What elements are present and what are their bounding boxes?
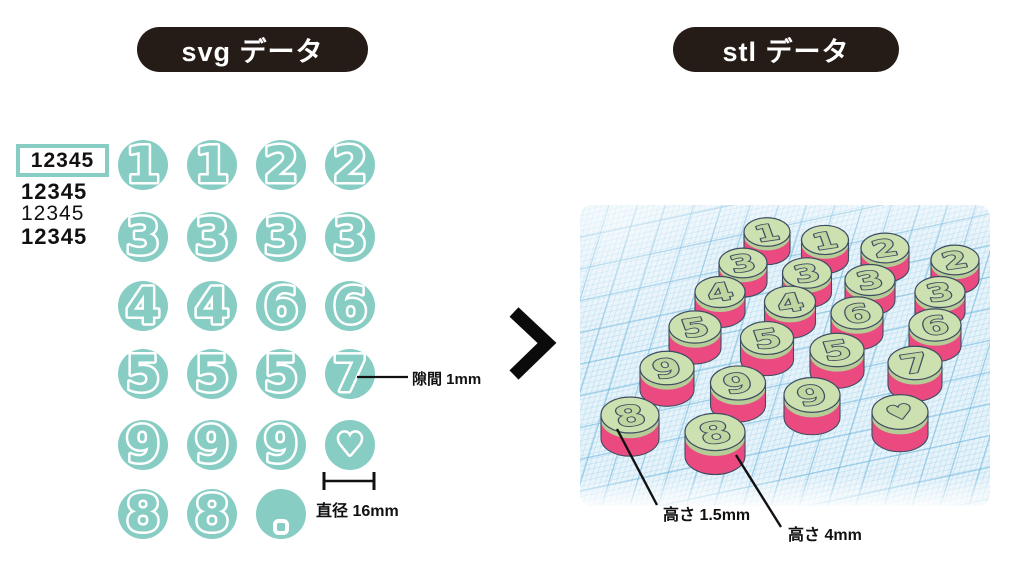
number-glyph: 2 [264, 136, 299, 194]
stl-token: 9 [783, 377, 841, 436]
number-glyph: 8 [126, 485, 161, 543]
sheet-circle: 2 [256, 134, 306, 197]
number-glyph: 9 [195, 416, 230, 474]
number-glyph: 6 [264, 277, 299, 335]
sheet-circle: ♥ [325, 420, 375, 470]
diameter-bracket [322, 472, 376, 490]
sheet-circle: 1 [187, 134, 237, 197]
sheet-circle: 9 [118, 414, 168, 477]
sheet-circle: 6 [256, 275, 306, 338]
font-sample-2: 12345 [21, 179, 88, 204]
sheet-circle: 9 [256, 414, 306, 477]
diameter-label: 直径 16mm [316, 503, 399, 520]
token-number-glyph: 4 [702, 278, 737, 308]
stl-token: 5 [809, 332, 865, 389]
stl-token: 2 [860, 232, 910, 283]
number-glyph: 3 [264, 208, 299, 266]
stl-token: 2 [930, 244, 980, 295]
sheet-circle: 5 [256, 343, 306, 406]
number-glyph: 9 [126, 416, 161, 474]
sheet-circle: 8 [187, 483, 237, 546]
number-glyph: 7 [333, 345, 368, 403]
stl-token: ♥ [871, 394, 929, 453]
stl-token: 5 [668, 310, 722, 365]
number-glyph: 3 [333, 208, 368, 266]
number-glyph: 3 [195, 208, 230, 266]
stl-token: 4 [763, 285, 817, 339]
stl-token: 5 [739, 320, 795, 377]
stl-token: 9 [639, 350, 695, 407]
number-glyph: 6 [333, 277, 368, 335]
gap-label: 隙間 1mm [412, 371, 482, 388]
height-top-label: 高さ 1.5mm [663, 507, 751, 524]
sheet-circle: 3 [325, 206, 375, 269]
svg-data-badge: svg データ [137, 27, 368, 72]
sheet-circle: 8 [118, 483, 168, 546]
sheet-circle: 7 [325, 343, 375, 406]
arrow-icon [509, 307, 557, 380]
sheet-circle: 4 [187, 275, 237, 338]
sheet-circle [256, 489, 306, 539]
number-glyph: 3 [126, 208, 161, 266]
stl-token: 6 [908, 308, 962, 363]
sheet-circle: 3 [187, 206, 237, 269]
number-glyph: 1 [126, 136, 161, 194]
height-annotation-lines [615, 428, 783, 528]
gap-annotation-line [357, 375, 408, 379]
stl-token: 1 [800, 224, 850, 274]
sheet-circle: 5 [118, 343, 168, 406]
sheet-circle: 6 [325, 275, 375, 338]
period-shape [273, 519, 289, 535]
sheet-circle: 3 [118, 206, 168, 269]
stl-token: 3 [781, 257, 833, 309]
font-sample-text: 12345 [30, 148, 95, 172]
stl-data-badge: stl データ [673, 27, 899, 72]
sheet-circle: 5 [187, 343, 237, 406]
stl-token: 4 [694, 275, 746, 328]
font-sample-4: 12345 [21, 224, 88, 249]
font-sample-3: 12345 [21, 202, 85, 225]
font-sample-selected: 12345 [16, 144, 109, 177]
sheet-circle: 2 [325, 134, 375, 197]
height-base-label: 高さ 4mm [788, 527, 862, 544]
stl-token: 6 [830, 296, 884, 351]
sheet-circle: 4 [118, 275, 168, 338]
number-glyph: 1 [195, 136, 230, 194]
stl-data-badge-label: stl データ [722, 37, 850, 67]
stl-token: 8 [684, 412, 746, 476]
stl-token: 7 [887, 345, 943, 402]
sheet-circle: 1 [118, 134, 168, 197]
number-glyph: 5 [195, 345, 230, 403]
sheet-circle: 3 [256, 206, 306, 269]
number-glyph: 8 [195, 485, 230, 543]
heart-glyph: ♥ [337, 428, 364, 463]
sheet-circle: 9 [187, 414, 237, 477]
number-glyph: 4 [195, 277, 230, 335]
number-glyph: 5 [126, 345, 161, 403]
stl-token: 9 [709, 365, 767, 423]
svg-data-badge-label: svg データ [181, 37, 324, 67]
stl-token: 8 [600, 396, 660, 457]
number-glyph: 9 [264, 416, 299, 474]
number-glyph: 4 [126, 277, 161, 335]
number-glyph: 2 [333, 136, 368, 194]
number-glyph: 5 [264, 345, 299, 403]
